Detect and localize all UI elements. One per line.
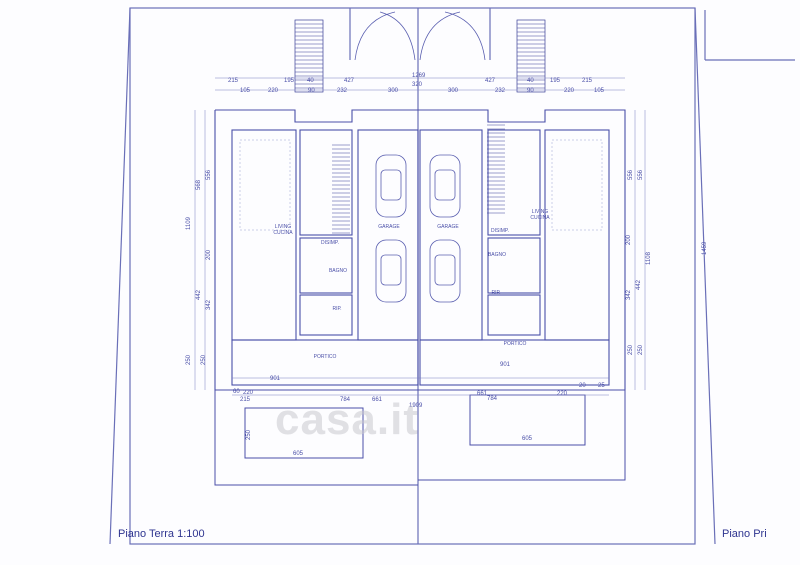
- gate-arcs: [354, 11, 486, 61]
- dim-label: 232: [337, 88, 348, 94]
- plan-title-ground-floor: Piano Terra 1:100: [118, 528, 205, 540]
- dim-label: 195: [550, 78, 561, 84]
- plan-title-first-floor: Piano Pri: [722, 528, 767, 540]
- dim-label: 250: [246, 429, 252, 440]
- dim-label: 220: [557, 391, 568, 397]
- dim-label: 784: [340, 397, 351, 403]
- parked-cars: [375, 154, 461, 303]
- dim-label: 220: [564, 88, 575, 94]
- dim-label: 556: [206, 169, 212, 180]
- dim-label: 556: [628, 169, 634, 180]
- dim-label: 232: [495, 88, 506, 94]
- dim-label: 320: [412, 82, 423, 88]
- room-bagno-right: BAGNO: [488, 252, 506, 258]
- garden-pad-left: [244, 407, 364, 459]
- room-garage-right: GARAGE: [437, 224, 459, 230]
- dim-label: 1459: [702, 241, 708, 255]
- dim-label: 901: [500, 362, 511, 368]
- dim-label: 40: [527, 78, 534, 84]
- dim-label: 1909: [409, 403, 423, 409]
- dim-label: 901: [270, 376, 281, 382]
- room-dis-right: DISIMP.: [491, 228, 509, 234]
- lot-boundary-left: [129, 7, 696, 545]
- dim-label: 661: [477, 391, 488, 397]
- dim-label: 40: [307, 78, 314, 84]
- dim-label: 568: [196, 179, 202, 190]
- room-rip-left: RIP.: [332, 306, 341, 312]
- dim-label: 60: [233, 389, 240, 395]
- room-garage-left: GARAGE: [378, 224, 400, 230]
- dim-label: 195: [284, 78, 295, 84]
- dim-label: 427: [344, 78, 355, 84]
- dim-label: 105: [240, 88, 251, 94]
- dim-label: 215: [228, 78, 239, 84]
- dim-label: 90: [308, 88, 315, 94]
- dim-label: 200: [626, 234, 632, 245]
- dim-label: 342: [206, 299, 212, 310]
- dim-label: 220: [268, 88, 279, 94]
- dim-label: 427: [485, 78, 496, 84]
- dim-label: 1108: [646, 251, 652, 265]
- dim-label: 300: [388, 88, 399, 94]
- dim-label: 90: [527, 88, 534, 94]
- dim-label: 250: [201, 354, 207, 365]
- room-portico-left: PORTICO: [314, 354, 337, 360]
- room-rip-right: RIP.: [491, 290, 500, 296]
- watermark: casa.it: [275, 395, 419, 444]
- room-portico-right: PORTICO: [504, 341, 527, 347]
- dim-label: 200: [206, 249, 212, 260]
- dim-label: 784: [487, 396, 498, 402]
- dim-label: 250: [186, 354, 192, 365]
- dim-label: 25: [598, 383, 605, 389]
- dim-label: 1109: [186, 216, 192, 230]
- room-dis-left: DISIMP.: [321, 240, 339, 246]
- dim-label: 442: [196, 289, 202, 300]
- dim-label: 215: [240, 397, 251, 403]
- dim-label: 342: [626, 289, 632, 300]
- dim-label: 215: [582, 78, 593, 84]
- dim-label: 105: [594, 88, 605, 94]
- dim-label: 220: [243, 390, 254, 396]
- dim-label: 300: [448, 88, 459, 94]
- dim-label: 605: [522, 436, 533, 442]
- dim-label: 605: [293, 451, 304, 457]
- dim-label: 20: [579, 383, 586, 389]
- dim-label: 556: [638, 169, 644, 180]
- dim-label: 1269: [412, 73, 426, 79]
- dim-label: 442: [636, 279, 642, 290]
- room-bagno-left: BAGNO: [329, 268, 347, 274]
- dim-label: 250: [628, 344, 634, 355]
- dim-label: 661: [372, 397, 383, 403]
- dim-label: 250: [638, 344, 644, 355]
